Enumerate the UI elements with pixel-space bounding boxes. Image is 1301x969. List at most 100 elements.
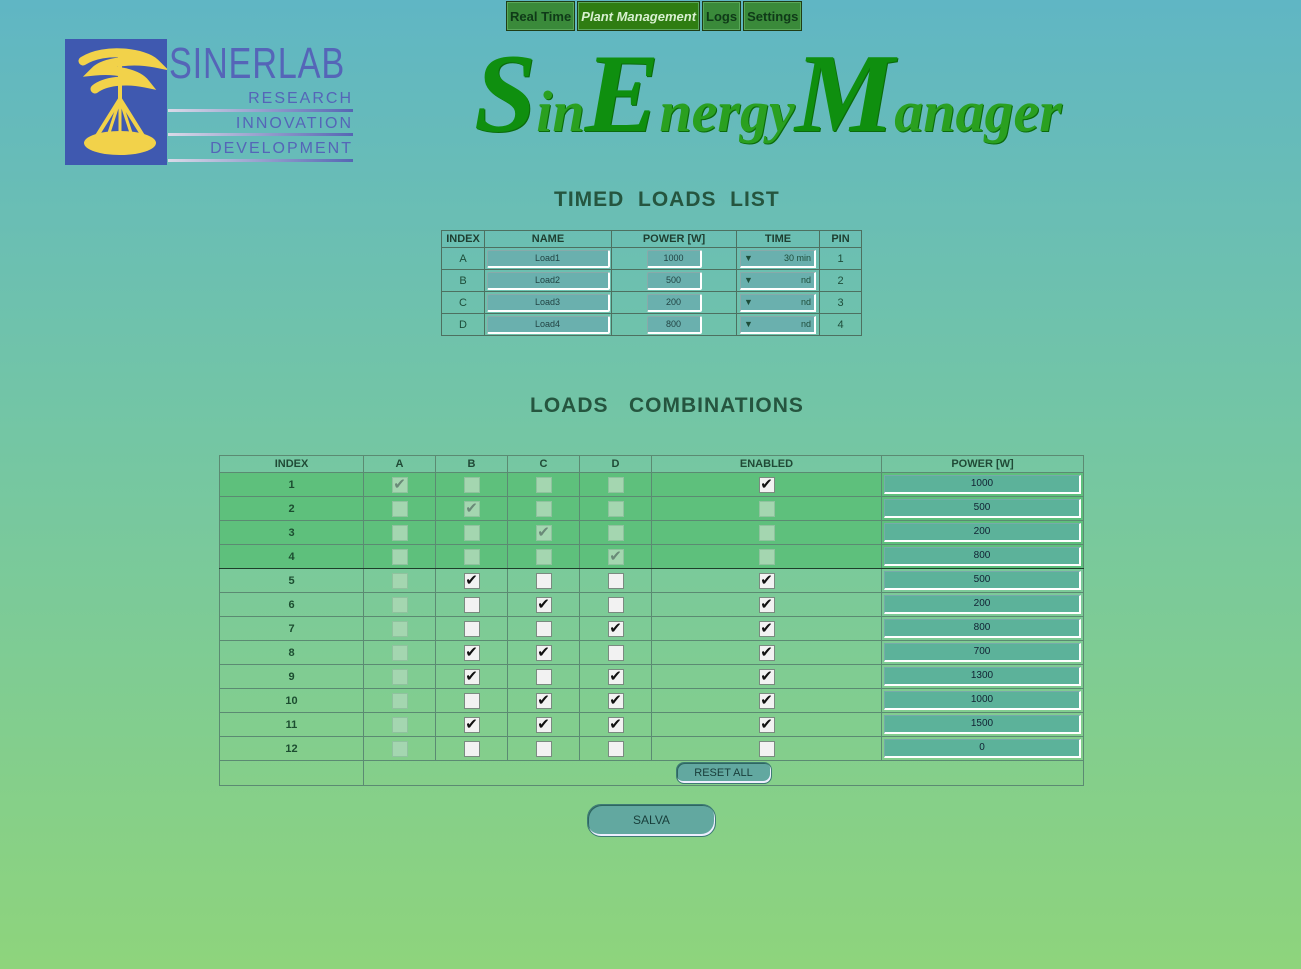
checkbox-d[interactable] [607, 740, 624, 757]
load-time-dropdown[interactable]: ▼nd [740, 315, 816, 334]
checkbox-c[interactable] [535, 620, 552, 637]
load-power-input[interactable]: 500 [646, 271, 702, 290]
checkbox-b[interactable] [463, 524, 480, 541]
tab-real-time[interactable]: Real Time [506, 1, 576, 31]
checkbox-d[interactable] [607, 524, 624, 541]
checkbox-cell [363, 592, 436, 617]
checkbox-c[interactable]: ✔ [535, 715, 552, 733]
checkbox-cell: ✔ [651, 664, 882, 689]
checkbox-enabled[interactable]: ✔ [758, 667, 775, 685]
load-time-dropdown[interactable]: ▼nd [740, 271, 816, 290]
checkbox-b[interactable]: ✔ [463, 571, 480, 589]
checkbox-a[interactable] [391, 668, 408, 685]
combination-index: 10 [219, 688, 364, 713]
checkbox-enabled[interactable]: ✔ [758, 643, 775, 661]
checkbox-b[interactable]: ✔ [463, 667, 480, 685]
checkbox-d[interactable] [607, 476, 624, 493]
load-power-input[interactable]: 1000 [646, 249, 702, 268]
checkbox-c[interactable] [535, 500, 552, 517]
checkbox-d[interactable]: ✔ [607, 715, 624, 733]
checkbox-b[interactable] [463, 476, 480, 493]
checkbox-cell [363, 616, 436, 641]
checkbox-cell: ✔ [435, 664, 508, 689]
checkbox-enabled[interactable] [758, 548, 775, 565]
checkbox-a[interactable] [391, 572, 408, 589]
checkbox-a[interactable] [391, 548, 408, 565]
combination-power-cell: 1000 [881, 472, 1084, 497]
load-name-input[interactable]: Load2 [486, 271, 610, 290]
checkbox-c[interactable]: ✔ [535, 691, 552, 709]
checkbox-b[interactable] [463, 620, 480, 637]
load-time-dropdown[interactable]: ▼30 min [740, 249, 816, 268]
load-time-dropdown[interactable]: ▼nd [740, 293, 816, 312]
tab-plant-management[interactable]: Plant Management [577, 1, 701, 31]
load-power-cell: 200 [611, 291, 737, 314]
reset-all-button[interactable]: RESET ALL [675, 762, 772, 784]
checkbox-b[interactable]: ✔ [463, 715, 480, 733]
checkbox-c[interactable]: ✔ [535, 595, 552, 613]
load-name-input[interactable]: Load3 [486, 293, 610, 312]
checkbox-enabled[interactable]: ✔ [758, 475, 775, 493]
checkbox-b[interactable]: ✔ [463, 499, 480, 517]
checkbox-a[interactable] [391, 740, 408, 757]
checkbox-a[interactable] [391, 716, 408, 733]
checkbox-enabled[interactable]: ✔ [758, 571, 775, 589]
checkbox-cell: ✔ [579, 688, 652, 713]
checkbox-cell [579, 736, 652, 761]
checkbox-c[interactable] [535, 548, 552, 565]
checkbox-d[interactable] [607, 644, 624, 661]
title-part: M [794, 32, 895, 156]
checkbox-c[interactable]: ✔ [535, 643, 552, 661]
checkbox-d[interactable]: ✔ [607, 691, 624, 709]
load-name-input[interactable]: Load4 [486, 315, 610, 334]
checkbox-a[interactable]: ✔ [391, 475, 408, 493]
load-time-cell: ▼nd [736, 291, 820, 314]
checkbox-c[interactable] [535, 668, 552, 685]
dropdown-arrow-icon: ▼ [744, 275, 753, 285]
load-power-input[interactable]: 200 [646, 293, 702, 312]
load-time-value: nd [800, 319, 811, 329]
checkbox-d[interactable] [607, 500, 624, 517]
checkbox-a[interactable] [391, 524, 408, 541]
save-button[interactable]: SALVA [587, 804, 716, 837]
checkbox-b[interactable] [463, 548, 480, 565]
checkbox-enabled[interactable]: ✔ [758, 691, 775, 709]
checkbox-enabled[interactable] [758, 740, 775, 757]
checkbox-b[interactable] [463, 692, 480, 709]
checkbox-enabled[interactable] [758, 500, 775, 517]
load-pin: 3 [819, 291, 862, 314]
tab-settings[interactable]: Settings [743, 1, 803, 31]
checkbox-d[interactable]: ✔ [607, 667, 624, 685]
checkbox-cell [651, 544, 882, 569]
checkbox-b[interactable] [463, 740, 480, 757]
checkbox-a[interactable] [391, 644, 408, 661]
checkbox-c[interactable] [535, 740, 552, 757]
checkbox-d[interactable] [607, 596, 624, 613]
checkbox-d[interactable]: ✔ [607, 547, 624, 565]
checkbox-b[interactable]: ✔ [463, 643, 480, 661]
tab-logs[interactable]: Logs [702, 1, 742, 31]
checkbox-enabled[interactable]: ✔ [758, 715, 775, 733]
checkbox-c[interactable] [535, 476, 552, 493]
checkbox-a[interactable] [391, 692, 408, 709]
table-footer-row: RESET ALL [219, 760, 1084, 786]
load-power-input[interactable]: 800 [646, 315, 702, 334]
load-pin: 2 [819, 269, 862, 292]
load-name-input[interactable]: Load1 [486, 249, 610, 268]
app-title: SinEnergyManager [474, 30, 1254, 156]
checkbox-a[interactable] [391, 500, 408, 517]
checkbox-c[interactable] [535, 572, 552, 589]
checkbox-d[interactable]: ✔ [607, 619, 624, 637]
checkbox-cell: ✔ [507, 592, 580, 617]
checkbox-b[interactable] [463, 596, 480, 613]
checkbox-enabled[interactable] [758, 524, 775, 541]
title-part: nergy [659, 79, 795, 144]
checkbox-c[interactable]: ✔ [535, 523, 552, 541]
footer-cell: RESET ALL [363, 760, 1084, 786]
checkbox-a[interactable] [391, 596, 408, 613]
checkbox-a[interactable] [391, 620, 408, 637]
checkbox-d[interactable] [607, 572, 624, 589]
checkbox-enabled[interactable]: ✔ [758, 619, 775, 637]
checkbox-enabled[interactable]: ✔ [758, 595, 775, 613]
